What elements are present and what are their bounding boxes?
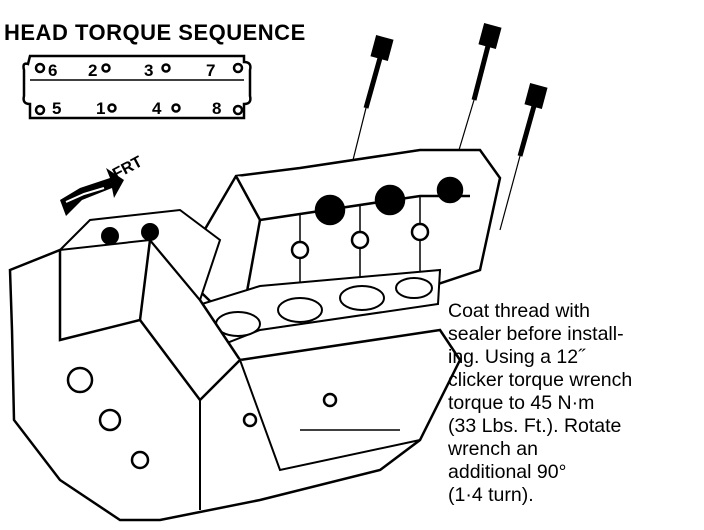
sequence-bottom-2: 1 — [96, 99, 105, 118]
head-bolt-1 — [347, 35, 394, 181]
sequence-top-1: 6 — [48, 61, 57, 80]
sequence-top-2: 2 — [88, 61, 97, 80]
engine-block — [8, 238, 462, 522]
sequence-top-3: 3 — [144, 61, 153, 80]
note-line: ing. Using a 12˝ — [448, 346, 585, 368]
left-cylinder-head — [57, 208, 222, 303]
note-line: Coat thread with — [448, 300, 590, 322]
note-line: (1·4 turn). — [448, 484, 534, 506]
note-line: additional 90° — [448, 461, 567, 483]
note-line: torque to 45 N·m — [448, 392, 595, 414]
head-gasket — [174, 268, 442, 354]
torque-sequence-diagram — [22, 54, 252, 120]
sequence-bottom-4: 8 — [212, 99, 221, 118]
front-arrow-icon — [60, 168, 124, 216]
sequence-bottom-1: 5 — [52, 99, 61, 118]
note-line: clicker torque wrench — [448, 369, 633, 391]
note-line: sealer before install- — [448, 323, 624, 345]
head-bolt-3 — [499, 83, 548, 231]
instruction-note: Coat thread with sealer before install- … — [448, 300, 632, 507]
sequence-bottom-3: 4 — [152, 99, 162, 118]
sequence-top-4: 7 — [206, 61, 215, 80]
note-line: (33 Lbs. Ft.). Rotate — [448, 415, 622, 437]
diagram-title: HEAD TORQUE SEQUENCE — [4, 20, 306, 45]
note-line: wrench an — [448, 438, 538, 460]
